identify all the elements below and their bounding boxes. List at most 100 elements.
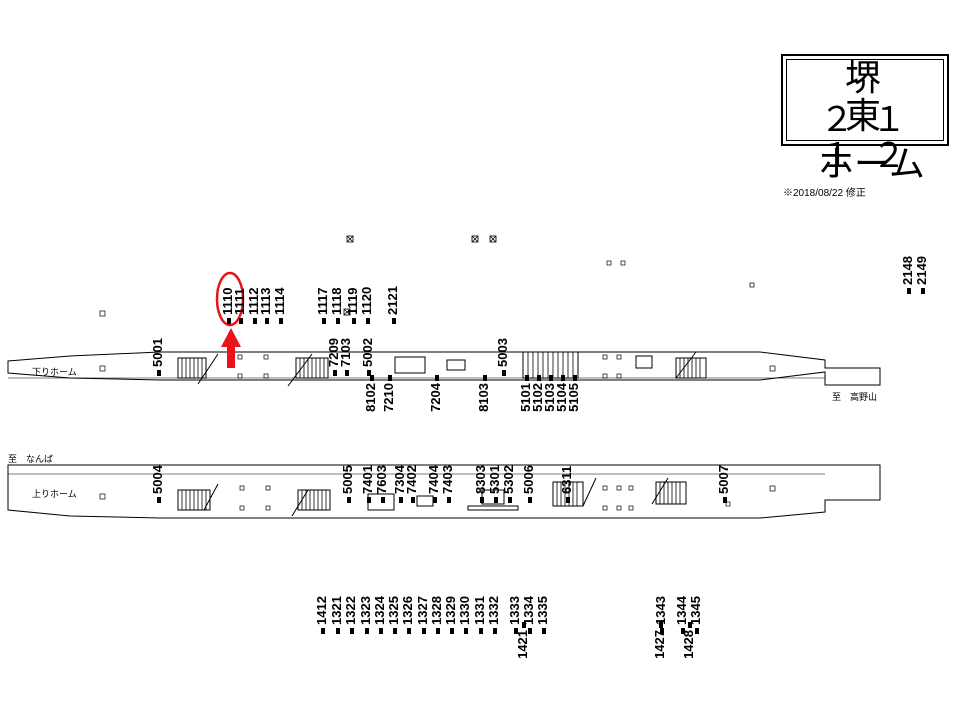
code-label-6311: 6311 (559, 466, 574, 503)
code-bar (659, 622, 663, 628)
code-text: 1333 (507, 596, 522, 625)
code-bar (350, 628, 354, 634)
code-label-7402: 7402 (404, 465, 419, 503)
down-direction-label: 至 高野山 (832, 391, 877, 402)
code-text: 2149 (914, 256, 929, 285)
code-text: 1111 (232, 288, 247, 315)
code-text: 8102 (363, 383, 378, 412)
code-bar (480, 497, 484, 503)
code-label-1333: 1333 (507, 596, 522, 634)
down-platform-outline (7, 351, 881, 386)
code-label-8103: 8103 (476, 375, 491, 412)
down-platform-label: 下りホーム (32, 367, 77, 377)
up-direction-label: 至 なんば (8, 454, 53, 464)
code-bar (479, 628, 483, 634)
code-label-5301: 5301 (487, 465, 502, 503)
code-bar (435, 375, 439, 381)
code-text: 1328 (429, 596, 444, 625)
area-label: ホーム (818, 144, 925, 185)
code-text: 1345 (688, 596, 703, 625)
code-label-1332: 1332 (486, 596, 501, 634)
code-label-1335: 1335 (535, 596, 550, 634)
code-bar (522, 622, 526, 628)
station-code: ２１１２ (820, 100, 924, 176)
code-text: 1421 (515, 630, 530, 659)
code-text: 1427 (652, 630, 667, 659)
code-bar (381, 497, 385, 503)
code-label-5105: 5105 (566, 375, 581, 412)
code-label-1428: 1428 (681, 622, 696, 659)
code-bar (483, 375, 487, 381)
code-text: 7304 (392, 464, 407, 494)
code-label-1119: 1119 (345, 288, 360, 324)
code-label-5006: 5006 (521, 465, 536, 503)
code-text: 7209 (326, 338, 341, 367)
code-text: 1120 (359, 287, 374, 315)
code-text: 7103 (338, 338, 353, 367)
code-bar (422, 628, 426, 634)
stairs-down-3 (522, 351, 579, 379)
down-facility-box-3 (635, 355, 653, 369)
code-bar (528, 497, 532, 503)
code-label-5003: 5003 (495, 338, 510, 376)
stairs-up-4 (651, 477, 687, 505)
code-text: 5104 (554, 382, 569, 412)
code-bar (573, 375, 577, 381)
code-bar (366, 318, 370, 324)
code-text: 5001 (150, 338, 165, 367)
code-bar (464, 628, 468, 634)
code-label-5103: 5103 (542, 375, 557, 412)
code-bar (508, 497, 512, 503)
code-text: 1334 (521, 595, 536, 625)
code-bar (494, 497, 498, 503)
code-label-1113: 1113 (258, 288, 273, 324)
code-bar (723, 497, 727, 503)
code-label-5005: 5005 (340, 465, 355, 503)
stairs-up-3 (552, 477, 597, 507)
up-platform-label: 上りホーム (32, 489, 77, 499)
code-label-8303: 8303 (473, 465, 488, 503)
code-label-2149: 2149 (914, 256, 929, 294)
code-bar (333, 370, 337, 376)
code-label-1112: 1112 (246, 288, 261, 324)
code-bar (265, 318, 269, 324)
code-text: 1110 (220, 288, 235, 316)
code-label-7603: 7603 (374, 465, 389, 503)
revision-note: ※2018/08/22 修正 (783, 188, 866, 199)
code-bar (921, 288, 925, 294)
code-label-1114: 1114 (272, 287, 287, 324)
code-bar (279, 318, 283, 324)
code-text: 1332 (486, 596, 501, 625)
code-bar (681, 628, 685, 634)
code-label-5101: 5101 (518, 375, 533, 412)
code-text: 7401 (360, 465, 375, 494)
code-label-1326: 1326 (400, 596, 415, 634)
code-text: 1113 (258, 288, 273, 316)
code-bar (352, 318, 356, 324)
code-text: 1344 (674, 595, 689, 625)
code-label-7401: 7401 (360, 465, 375, 503)
code-bar (365, 628, 369, 634)
code-text: 1119 (345, 288, 360, 316)
code-label-8102: 8102 (363, 375, 378, 412)
code-bar (514, 628, 518, 634)
code-text: 1323 (358, 596, 373, 625)
code-label-1111: 1111 (232, 288, 247, 324)
up-facility-box-2 (416, 495, 434, 507)
code-bar (537, 375, 541, 381)
code-text: 1412 (314, 596, 329, 625)
marker-crossed-boxes (343, 235, 497, 316)
code-bar (345, 370, 349, 376)
code-text: 5006 (521, 465, 536, 494)
station-name: 堺東 (844, 58, 915, 137)
code-bar (436, 628, 440, 634)
code-text: 5003 (495, 338, 510, 367)
code-bar (347, 497, 351, 503)
pillar-markers (99, 260, 776, 511)
code-text: 1327 (415, 596, 430, 625)
code-bar (660, 628, 664, 634)
code-label-1321: 1321 (329, 596, 344, 634)
code-bar (502, 370, 506, 376)
stairs-down-4 (675, 351, 707, 379)
